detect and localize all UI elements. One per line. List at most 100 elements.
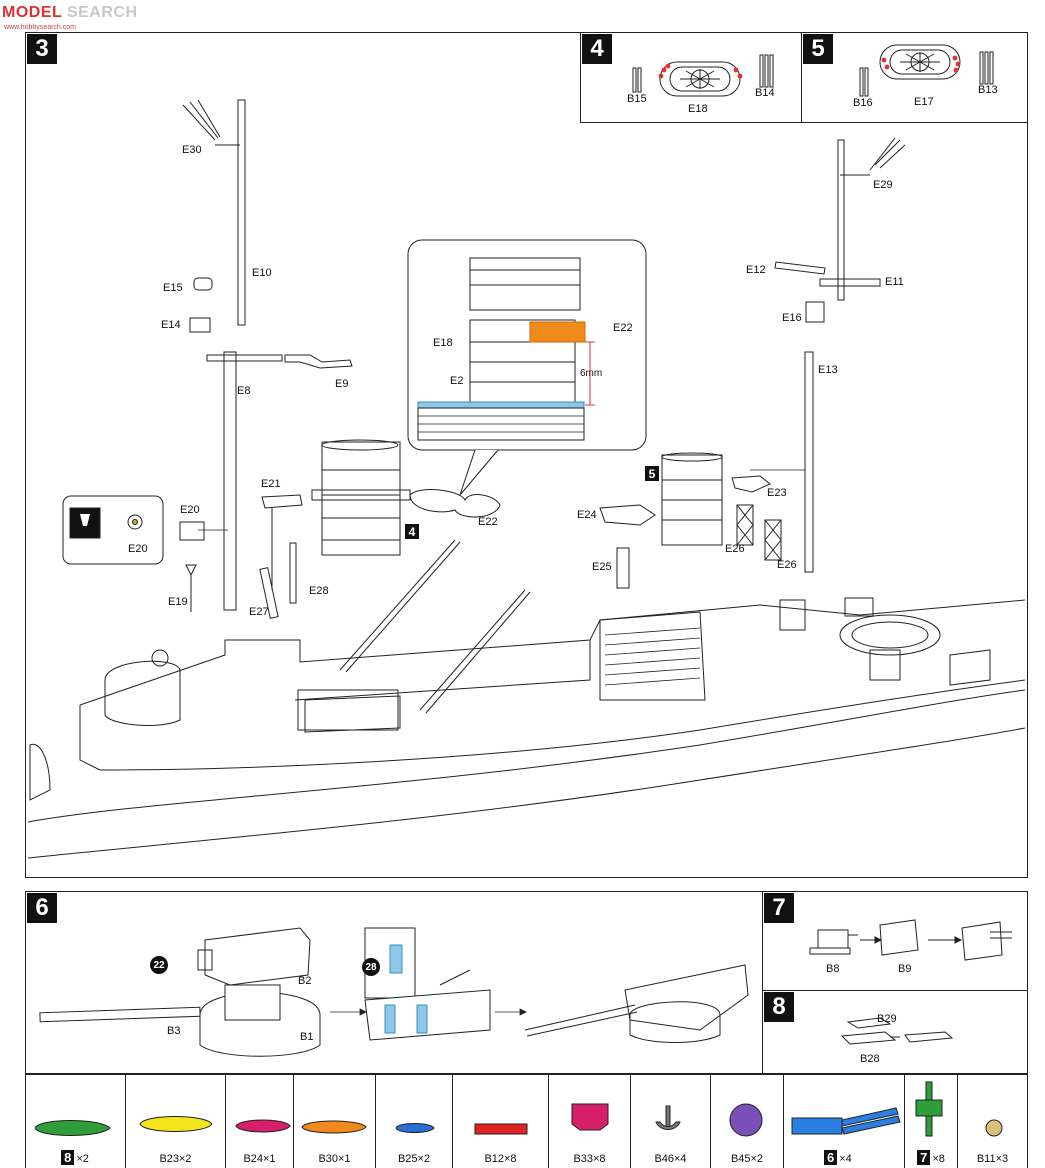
part-icon-2 [139,1116,213,1132]
step8-drawings [840,1017,954,1045]
part-e26-b [764,519,782,561]
part-caption-12: B11×3 [976,1153,1009,1165]
label-e27: E27 [249,606,269,618]
part-icon-11 [915,1081,943,1137]
step-6-number: 6 [27,893,57,923]
label-e20-b: E20 [128,543,148,555]
label-e26-a: E26 [725,543,745,555]
step-8-panel [762,990,1028,1074]
part-caption-9: B45×2 [730,1153,764,1165]
label-e10: E10 [252,267,272,279]
parts-cell-1: 8×2 [25,1074,126,1168]
turret-assembly-b [364,927,491,1041]
label-b1: B1 [300,1031,314,1043]
step-6-panel [25,891,763,1074]
inset-label-e22: E22 [613,322,633,334]
e20-inset [62,495,164,565]
watermark: MODEL SEARCH [2,4,138,22]
part-caption-2: B23×2 [159,1153,192,1165]
part-code-10: 6 [824,1150,838,1165]
label-e14: E14 [161,319,181,331]
part-code-1: 8 [61,1150,75,1165]
step-5-panel [801,32,1028,123]
part-icon-7 [571,1103,609,1131]
label-e24: E24 [577,509,597,521]
label-e11: E11 [885,276,904,288]
label-e16: E16 [782,312,802,324]
part-e23 [731,475,771,493]
label-e23: E23 [767,487,787,499]
label-e30: E30 [182,144,202,156]
part-icon-6 [474,1123,528,1135]
step-7-panel [762,891,1028,991]
ship-hull [27,539,1026,859]
parts-cell-2: B23×2 [126,1074,226,1168]
part-icon-3 [235,1119,291,1133]
label-e21: E21 [261,478,281,490]
part-e27 [259,567,279,619]
turret-assembly-c [524,964,749,1043]
label-b14: B14 [755,87,775,99]
step-3-panel [25,32,1028,878]
label-b8: B8 [826,963,840,975]
part-icon-10 [791,1107,901,1135]
step-7-number: 7 [764,893,794,923]
part-caption-6: B12×8 [484,1153,517,1165]
inset-label-e2: E2 [450,375,464,387]
label-e20-a: E20 [180,504,200,516]
label-e8: E8 [237,385,251,397]
parts-cell-8: B46×4 [631,1074,711,1168]
part-e24 [599,504,656,526]
part-icon-5 [395,1123,435,1133]
part-icon-1 [34,1120,111,1136]
part-b13-rail [979,51,994,85]
label-e29: E29 [873,179,893,191]
label-e13: E13 [818,364,838,376]
part-icon-4 [301,1120,367,1134]
fore-mast [179,99,353,612]
part-icon-8 [655,1105,681,1130]
part-caption-7: B33×8 [573,1153,606,1165]
part-caption-4: B30×1 [318,1153,351,1165]
step7-drawings [809,919,1012,961]
part-icon-12 [985,1119,1003,1137]
part-qty-1: ×2 [76,1153,89,1165]
label-b2: B2 [298,975,312,987]
watermark-brand-b: SEARCH [66,4,138,21]
inset-dim-6mm: 6mm [580,368,603,379]
part-caption-5: B25×2 [397,1153,431,1165]
part-icon-9 [729,1103,763,1137]
part-b14-rail [759,54,774,88]
label-b28: B28 [860,1053,880,1065]
label-e18: E18 [688,103,708,115]
forward-funnel [311,439,411,556]
parts-cell-6: B12×8 [453,1074,549,1168]
part-e28 [289,542,297,604]
part-e22-platform [409,489,501,518]
label-b29: B29 [877,1013,897,1025]
turret-assembly-a [39,927,321,1057]
aft-funnel [661,452,723,546]
part-b16-rail [859,67,869,97]
label-b13: B13 [978,84,998,96]
badge-22: 22 [150,956,168,974]
badge-28: 28 [362,958,380,976]
watermark-brand-a: MODEL [2,4,62,21]
detail-inset [407,239,647,496]
main-mast [774,137,906,573]
part-b15-rail [632,67,642,93]
parts-cell-9: B45×2 [711,1074,784,1168]
label-e28: E28 [309,585,329,597]
part-caption-8: B46×4 [654,1153,687,1165]
watermark-url: www.hobbysearch.com [4,24,76,31]
label-b15: B15 [627,93,647,105]
part-qty-11: ×8 [932,1153,945,1165]
part-e18-ring [658,61,743,97]
part-e26-a [736,504,754,546]
parts-cell-7: B33×8 [549,1074,631,1168]
part-e25 [616,547,630,589]
label-e9: E9 [335,378,349,390]
inset-label-e18: E18 [433,337,453,349]
parts-cell-11: 7×8 [905,1074,958,1168]
